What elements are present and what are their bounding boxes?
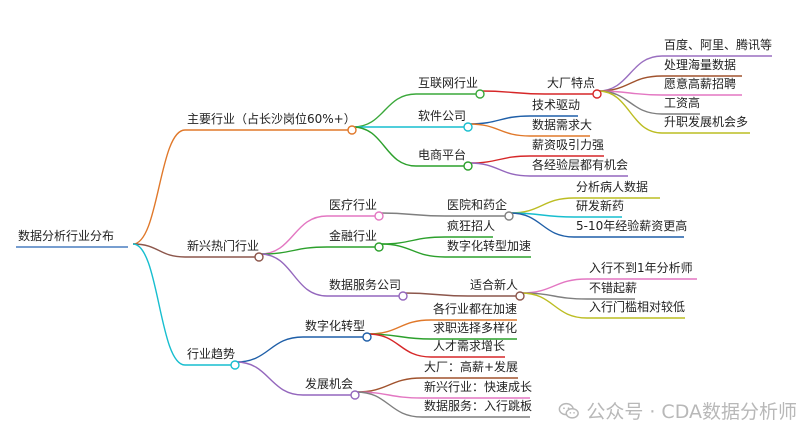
node-toggle-1[interactable] <box>254 252 264 262</box>
node-label-0-0-0-4: 升职发展机会多 <box>664 114 748 129</box>
node-label-2: 行业趋势 <box>187 347 235 361</box>
node-label-0-0: 互联网行业 <box>418 76 478 90</box>
node-toggle-0-1[interactable] <box>463 122 473 132</box>
connector-1-1 <box>259 246 328 255</box>
node-toggle-0[interactable] <box>347 125 357 135</box>
node-label-0-1-0: 技术驱动 <box>532 98 580 112</box>
connector-2-1-2 <box>355 391 423 418</box>
node-label-1: 新兴热门行业 <box>187 238 259 253</box>
node-label-1-0-0-1: 研发新药 <box>576 198 624 213</box>
connector-1-2 <box>259 253 328 297</box>
connector-2-1 <box>235 361 304 396</box>
node-label-1-1-0: 疯狂招人 <box>447 218 495 233</box>
connector-2-0 <box>235 336 304 363</box>
node-toggle-2-1[interactable] <box>350 390 360 400</box>
connector-1-2-0-2 <box>520 292 588 319</box>
connector-0-0-0 <box>480 90 546 95</box>
connector-1 <box>132 243 186 258</box>
node-label-0-1: 软件公司 <box>418 109 466 123</box>
node-label-0-2-1: 各经验层都有机会 <box>532 157 628 172</box>
connector-0-2 <box>352 126 417 167</box>
connector-0 <box>132 129 186 245</box>
node-toggle-1-2[interactable] <box>398 291 408 301</box>
connector-1-0-0-0 <box>509 197 575 214</box>
node-label-1-1: 金融行业 <box>329 228 377 243</box>
node-toggle-0-2[interactable] <box>463 161 473 171</box>
node-label-1-0: 医疗行业 <box>329 198 377 212</box>
node-label-1-2-0: 适合新人 <box>470 277 518 292</box>
node-label-0-0-0: 大厂特点 <box>547 75 595 90</box>
node-label-1-2: 数据服务公司 <box>329 277 401 292</box>
node-label-2-0-0: 各行业都在加速 <box>433 301 517 316</box>
node-label-0-0-0-2: 愿意高薪招聘 <box>664 76 736 91</box>
connector-1-0 <box>259 215 328 255</box>
node-label-1-1-1: 数字化转型加速 <box>447 238 531 253</box>
connector-0-1-1 <box>468 123 531 137</box>
node-label-2-1-2: 数据服务：入行跳板 <box>424 398 532 413</box>
node-label-0-0-0-1: 处理海量数据 <box>664 57 736 72</box>
node-toggle-1-0-0[interactable] <box>504 211 514 221</box>
node-label-1-2-0-2: 入行门槛相对较低 <box>589 299 685 314</box>
node-label-2-0: 数字化转型 <box>305 318 365 333</box>
connector-0-2-0 <box>468 155 531 164</box>
connector-1-0-0 <box>379 212 446 217</box>
node-label-1-0-0-0: 分析病人数据 <box>576 179 648 194</box>
wechat-icon <box>558 402 580 419</box>
connector-2-0-2 <box>367 333 432 358</box>
node-label-root: 数据分析行业分布 <box>18 228 114 243</box>
node-label-1-2-0-1: 不错起薪 <box>589 281 637 295</box>
node-label-2-1: 发展机会 <box>305 376 353 391</box>
connector-0-0-0-0 <box>597 55 663 92</box>
node-label-2-1-1: 新兴行业：快速成长 <box>424 379 532 394</box>
connector-0-0-0-1 <box>597 75 663 92</box>
connector-2-1-0 <box>355 377 423 393</box>
connector-2-0-0 <box>367 319 432 335</box>
node-toggle-1-1[interactable] <box>374 242 384 252</box>
connector-1-2-0-0 <box>520 278 588 294</box>
connector-1-1-0 <box>379 236 446 245</box>
connector-2 <box>132 243 186 366</box>
node-label-1-0-0-2: 5-10年经验薪资更高 <box>576 218 687 233</box>
node-toggle-0-0-0[interactable] <box>592 89 602 99</box>
node-toggle-1-2-0[interactable] <box>515 291 525 301</box>
node-label-2-0-2: 人才需求增长 <box>433 339 505 353</box>
node-toggle-1-0[interactable] <box>374 211 384 221</box>
node-label-0-2-0: 薪资吸引力强 <box>532 138 604 152</box>
connector-0-0 <box>352 93 417 128</box>
node-label-0-0-0-3: 工资高 <box>664 95 700 110</box>
watermark-text: 公众号 · CDA数据分析师 <box>586 401 797 423</box>
node-label-2-0-1: 求职选择多样化 <box>433 320 517 335</box>
node-toggle-0-0[interactable] <box>475 89 485 99</box>
watermark: 公众号 · CDA数据分析师 <box>558 397 797 424</box>
node-label-0-2: 电商平台 <box>418 147 466 162</box>
connector-1-0-0-2 <box>509 212 575 238</box>
node-toggle-2[interactable] <box>230 360 240 370</box>
connector-0-1-0 <box>468 115 531 125</box>
connector-0-2-1 <box>468 162 531 177</box>
node-label-0-1-1: 数据需求大 <box>532 117 592 132</box>
connector-0-0-0-4 <box>597 90 663 134</box>
node-toggle-2-0[interactable] <box>362 332 372 342</box>
node-label-0: 主要行业（占长沙岗位60%+） <box>187 111 356 126</box>
node-label-2-1-0: 大厂：高薪+发展 <box>424 359 518 374</box>
node-label-1-2-0-0: 入行不到1年分析师 <box>589 261 693 275</box>
node-label-0-0-0-0: 百度、阿里、腾讯等 <box>664 37 772 52</box>
node-label-1-0-0: 医院和药企 <box>447 197 507 212</box>
connector-1-1-1 <box>379 243 446 258</box>
connector-1-2-0 <box>403 292 469 297</box>
